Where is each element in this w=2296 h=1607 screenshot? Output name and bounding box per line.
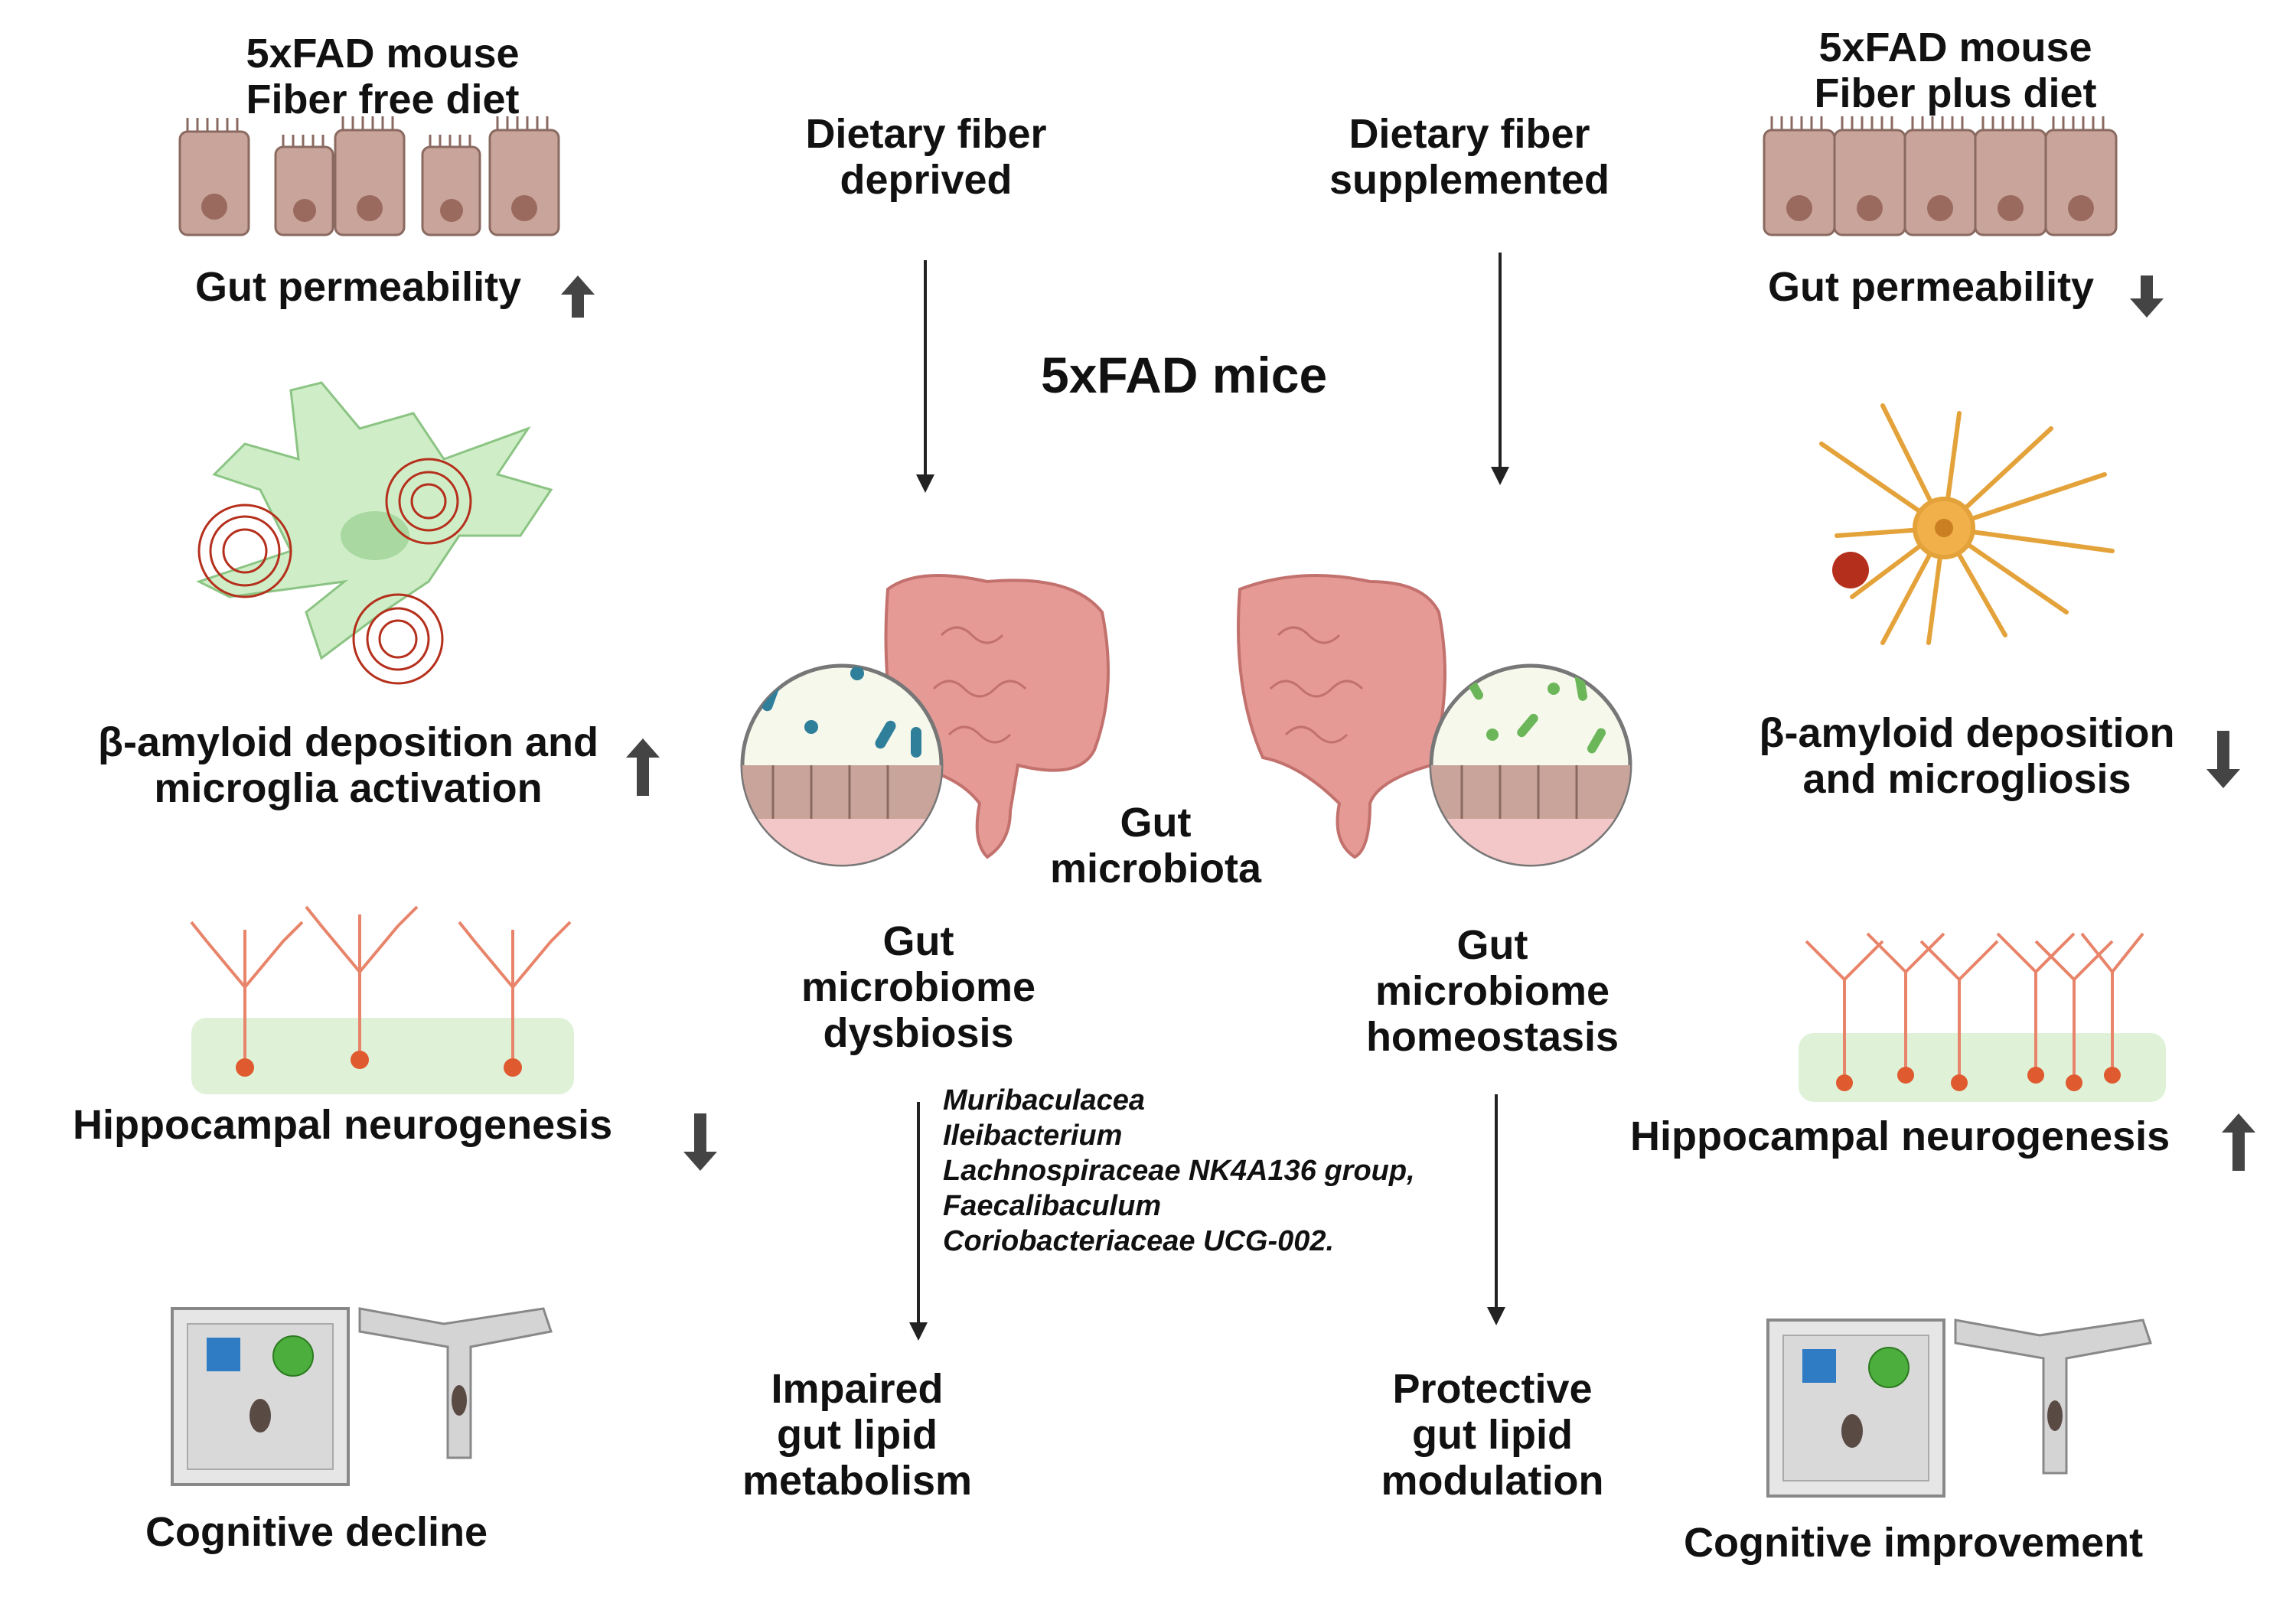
taxa-item: Ileibacterium (943, 1120, 1123, 1152)
epithelium-left (178, 116, 560, 236)
right-model-line1: 5xFAD mouse (1818, 24, 2092, 70)
down-arrow-icon (2206, 731, 2240, 788)
homeostasis-line1: Gut (1456, 922, 1528, 968)
protective-line2: gut lipid (1412, 1412, 1573, 1458)
taxa-list: Muribaculacea Ileibacterium Lachnospirac… (943, 1083, 1415, 1259)
protective-label: Protective gut lipid modulation (1355, 1366, 1630, 1504)
epithelium-right (1763, 116, 2118, 236)
deprived-label: Dietary fiber deprived (773, 111, 1079, 203)
down-arrow-icon (2130, 275, 2164, 318)
microbiota-line2: microbiota (1049, 846, 1262, 892)
left-amyloid-label: β-amyloid deposition and microglia activ… (69, 719, 628, 811)
left-cognition-label: Cognitive decline (145, 1509, 488, 1555)
left-model-label: 5xFAD mouse Fiber free diet (222, 31, 543, 122)
impaired-line3: metabolism (742, 1458, 973, 1504)
taxa-item: Faecalibaculum (943, 1190, 1162, 1222)
left-amyloid-line2: microglia activation (154, 765, 543, 811)
microglia-activated (196, 381, 553, 685)
taxa-item: Coriobacteriaceae UCG-002. (943, 1225, 1335, 1257)
homeostasis-line3: homeostasis (1365, 1014, 1619, 1060)
protective-line3: modulation (1381, 1458, 1604, 1504)
behavior-tests-left (171, 1307, 553, 1486)
right-cognition-label: Cognitive improvement (1684, 1520, 2144, 1566)
right-model-line2: Fiber plus diet (1814, 70, 2097, 116)
left-model-line2: Fiber free diet (246, 77, 520, 122)
right-amyloid-label: β-amyloid deposition and microgliosis (1737, 710, 2197, 802)
page-title: 5xFAD mice (1041, 347, 1328, 403)
homeostasis-line2: microbiome (1375, 968, 1610, 1014)
left-amyloid-line1: β-amyloid deposition and (98, 719, 598, 765)
up-arrow-icon (561, 275, 595, 318)
neurons-left (190, 905, 574, 1094)
deprived-line2: deprived (840, 157, 1013, 203)
right-model-label: 5xFAD mouse Fiber plus diet (1791, 24, 2120, 116)
right-amyloid-line2: and microgliosis (1802, 756, 2131, 802)
supplemented-line1: Dietary fiber (1349, 111, 1590, 157)
microbiota-line1: Gut (1120, 800, 1192, 846)
dysbiosis-line3: dysbiosis (823, 1010, 1014, 1056)
protective-line1: Protective (1392, 1366, 1593, 1412)
right-neurogenesis-label: Hippocampal neurogenesis (1630, 1113, 2170, 1159)
intestine-left (740, 574, 1110, 867)
behavior-tests-right (1766, 1319, 2152, 1498)
deprived-line1: Dietary fiber (805, 111, 1047, 157)
microbiota-label: Gut microbiota (1041, 800, 1270, 892)
supplemented-line2: supplemented (1329, 157, 1610, 203)
dysbiosis-line1: Gut (882, 918, 954, 964)
dysbiosis-label: Gut microbiome dysbiosis (796, 918, 1041, 1056)
down-arrow-icon (683, 1113, 717, 1171)
left-permeability-label: Gut permeability (195, 264, 522, 310)
taxa-item: Lachnospiraceae NK4A136 group, (943, 1155, 1415, 1187)
impaired-line2: gut lipid (777, 1412, 938, 1458)
right-amyloid-line1: β-amyloid deposition (1759, 710, 2175, 756)
up-arrow-icon (626, 738, 660, 796)
left-model-line1: 5xFAD mouse (246, 31, 520, 77)
dysbiosis-line2: microbiome (801, 964, 1036, 1010)
impaired-label: Impaired gut lipid metabolism (719, 1366, 995, 1504)
supplemented-label: Dietary fiber supplemented (1309, 111, 1630, 203)
homeostasis-label: Gut microbiome homeostasis (1362, 922, 1623, 1060)
taxa-item: Muribaculacea (943, 1084, 1145, 1116)
left-neurogenesis-label: Hippocampal neurogenesis (73, 1102, 613, 1148)
astrocyte (1819, 403, 2115, 645)
impaired-line1: Impaired (771, 1366, 944, 1412)
neurons-right (1799, 932, 2166, 1102)
up-arrow-icon (2222, 1113, 2255, 1171)
flow-arrows (909, 253, 1509, 1341)
intestine-right (1237, 574, 1632, 867)
right-permeability-label: Gut permeability (1768, 264, 2095, 310)
